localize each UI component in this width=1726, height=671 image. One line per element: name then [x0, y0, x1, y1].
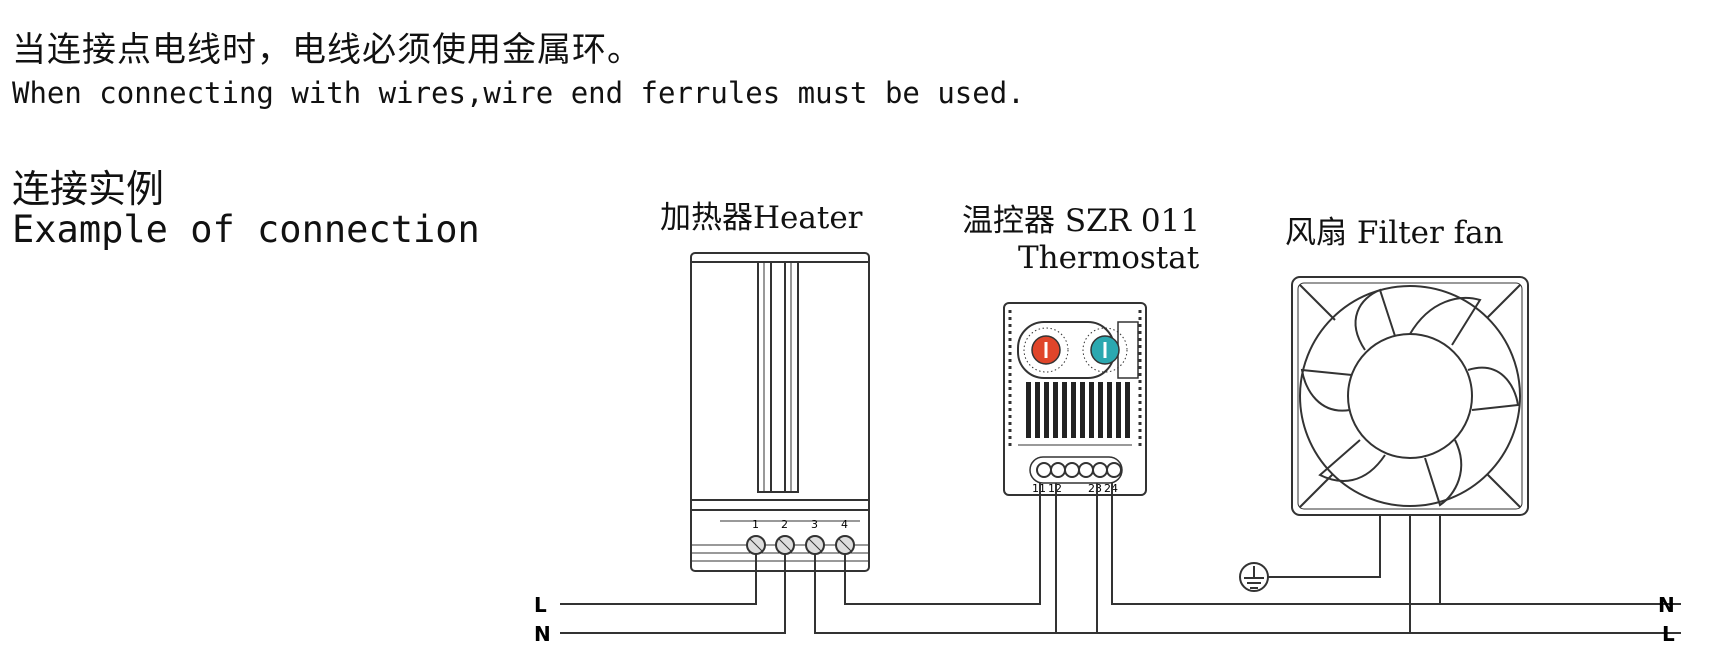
- heater-label: 加热器Heater: [660, 200, 863, 236]
- ground-icon: [1239, 562, 1269, 592]
- thermostat-dial-heating: [1023, 327, 1069, 373]
- example-heading-en: Example of connection: [12, 208, 480, 251]
- filter-fan-device: [1291, 276, 1529, 516]
- thermostat-device: [1003, 302, 1147, 496]
- thermostat-dial-cooling: [1082, 327, 1128, 373]
- heater-terminal-3: 3: [811, 518, 818, 531]
- thermostat-label-model: 温控器 SZR 011: [962, 203, 1200, 239]
- fan-label: 风扇 Filter fan: [1285, 215, 1504, 251]
- line-label-right-L: L: [1662, 622, 1675, 646]
- heater-terminal-2: 2: [781, 518, 788, 531]
- heater-device: [690, 252, 870, 572]
- example-heading-cn: 连接实例: [12, 167, 165, 211]
- heater-terminal-4: 4: [841, 518, 848, 531]
- thermostat-terminal-23: 23: [1088, 482, 1102, 495]
- instruction-text-cn: 当连接点电线时，电线必须使用金属环。: [12, 30, 642, 70]
- wiring: [560, 483, 1681, 634]
- thermostat-label-name: Thermostat: [1018, 240, 1200, 276]
- instruction-text-en: When connecting with wires,wire end ferr…: [12, 76, 1025, 110]
- line-label-left-N: N: [534, 622, 551, 646]
- line-label-right-N: N: [1658, 593, 1675, 617]
- line-label-left-L: L: [534, 593, 547, 617]
- heater-terminal-1: 1: [752, 518, 759, 531]
